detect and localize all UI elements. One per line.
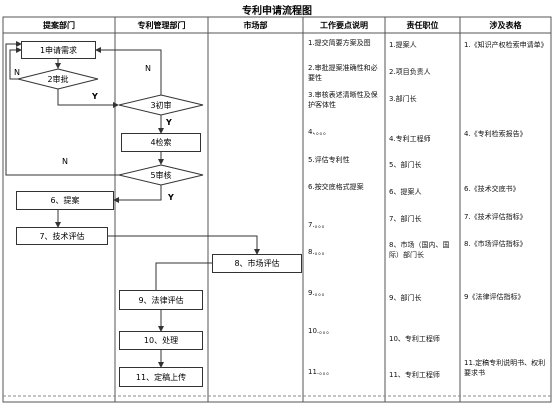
work-point-2: 2.审批提案准确性和必要性 — [308, 64, 378, 82]
node-market-eval: 8、市场评估 — [212, 254, 302, 273]
decision-diamond-approve — [17, 68, 99, 90]
node-legal-eval: 9、法律评估 — [119, 290, 203, 310]
position-2: 2.项目负责人 — [389, 68, 431, 76]
edge-8-9 — [153, 262, 212, 300]
header-positions: 责任职位 — [406, 21, 439, 30]
label-yes-review: Y — [168, 193, 174, 202]
work-point-6: 6.按交底格式提案 — [308, 183, 364, 191]
node-handle: 10、处理 — [119, 331, 203, 350]
form-4: 4.《专利检索报告》 — [464, 130, 527, 138]
position-5: 5、部门长 — [389, 161, 422, 169]
form-8: 8.《市场评估指标》 — [464, 240, 527, 248]
work-point-4: 4、。。。 — [308, 128, 330, 136]
label-yes-first-review: Y — [166, 118, 172, 127]
position-9: 9、部门长 — [389, 294, 422, 302]
decision-diamond-first-review — [118, 94, 204, 116]
header-proposal-dept: 提案部门 — [43, 21, 75, 30]
form-7: 7.《技术评估指标》 — [464, 213, 527, 221]
form-9: 9《法律评估指标》 — [464, 293, 525, 301]
label-no-review: N — [62, 157, 68, 166]
header-work-points: 工作要点说明 — [320, 21, 368, 30]
table-border — [2, 16, 552, 403]
work-point-1: 1.提交简要方案及图 — [308, 39, 371, 47]
work-point-5: 5.评估专利性 — [308, 156, 350, 164]
edge-5-n-back — [5, 41, 119, 176]
position-1: 1.提案人 — [389, 41, 417, 49]
edge-7-8 — [108, 235, 260, 255]
edge-5-6 — [113, 185, 162, 203]
form-1: 1.《知识产权检索申请单》 — [464, 41, 548, 49]
work-point-11: 11.。。。 — [308, 368, 334, 376]
decision-diamond-review — [118, 164, 204, 186]
form-6: 6.《技术交底书》 — [464, 185, 520, 193]
position-8: 8、市场（国内、国际）部门长 — [389, 241, 450, 259]
form-11: 11.定稿专利说明书、权利要求书 — [464, 359, 546, 377]
position-7: 7、部门长 — [389, 215, 422, 223]
position-3: 3.部门长 — [389, 95, 417, 103]
edge-2-3 — [57, 89, 119, 108]
node-request: 1申请需求 — [21, 41, 96, 59]
work-point-8: 8.。。。 — [308, 248, 329, 256]
node-tech-eval: 7、技术评估 — [16, 227, 108, 245]
position-10: 10、专利工程师 — [389, 335, 440, 343]
edge-2-n-back — [9, 47, 22, 80]
header-forms: 涉及表格 — [489, 21, 522, 30]
header-patent-dept: 专利管理部门 — [137, 21, 186, 30]
label-no-approve: N — [14, 68, 20, 77]
label-no-first-review: N — [145, 64, 151, 73]
header-market-dept: 市场部 — [243, 21, 268, 30]
node-finalize-upload: 11、定稿上传 — [119, 367, 203, 387]
position-4: 4.专利工程师 — [389, 135, 431, 143]
edge-3-n-back — [95, 47, 162, 95]
work-point-10: 10.。。。 — [308, 327, 334, 335]
node-search: 4检索 — [121, 133, 201, 152]
position-6: 6、提案人 — [389, 188, 422, 196]
position-11: 11、专利工程师 — [389, 371, 440, 379]
chart-title: 专利申请流程图 — [242, 6, 312, 17]
label-yes-approve: Y — [92, 92, 98, 101]
node-proposal: 6、提案 — [16, 191, 114, 210]
work-point-7: 7.。。。 — [308, 221, 329, 229]
work-point-3: 3.审核表述清晰性及保护客体性 — [308, 91, 378, 109]
work-point-9: 9.。。。 — [308, 289, 329, 297]
